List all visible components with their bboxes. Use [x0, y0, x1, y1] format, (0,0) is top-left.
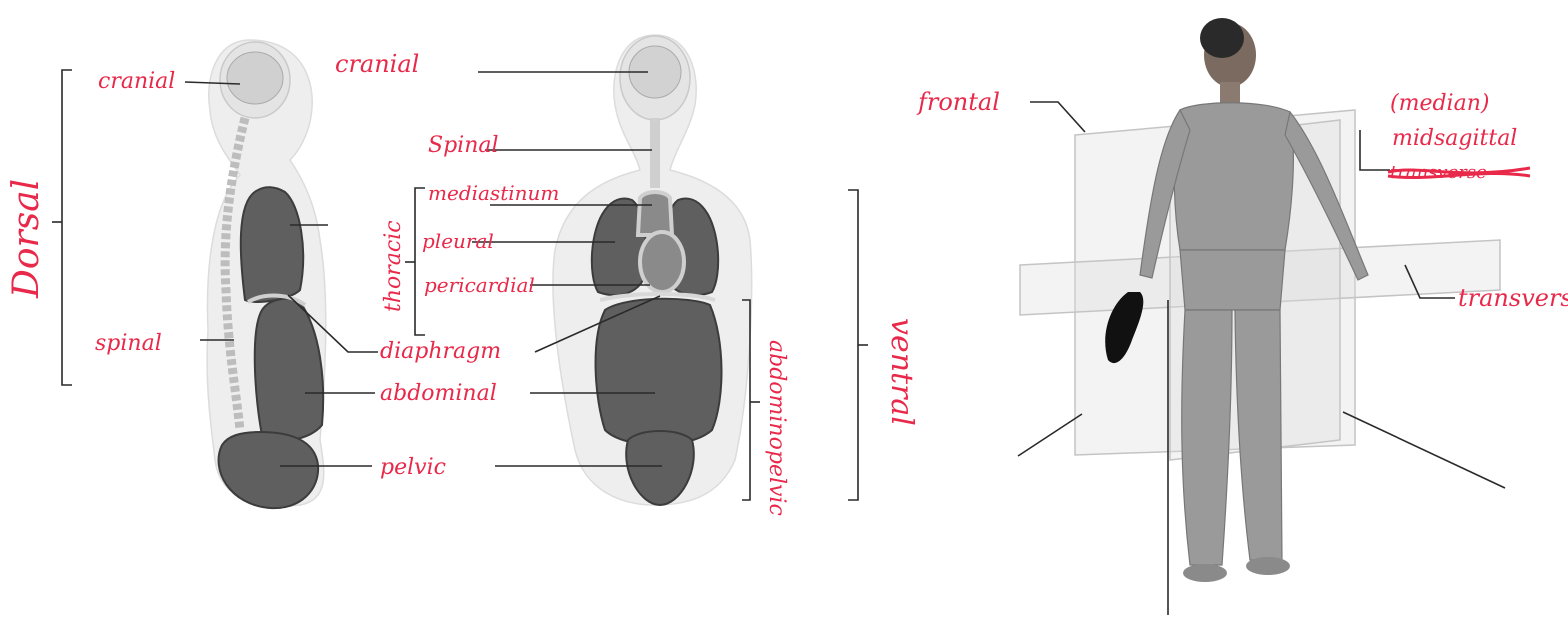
axis-line-right — [1343, 412, 1505, 488]
mediastinum — [638, 192, 672, 235]
label-ventral: ventral — [884, 318, 919, 426]
abdominal-cavity-front — [596, 299, 722, 445]
label-spinal-front: Spinal — [428, 133, 499, 158]
label-cranial-lateral: cranial — [98, 69, 175, 94]
label-dorsal: Dorsal — [6, 179, 47, 299]
label-mediastinum: mediastinum — [428, 181, 559, 205]
dorsal-bracket — [52, 70, 72, 385]
label-pericardial: pericardial — [424, 273, 535, 297]
struck-out-label: transverse — [1388, 162, 1530, 183]
label-thoracic: thoracic — [381, 220, 406, 312]
label-median: (median) — [1390, 91, 1489, 116]
label-frontal: frontal — [916, 88, 1000, 116]
label-pelvic: pelvic — [380, 455, 446, 480]
leader-midsagittal — [1360, 130, 1390, 170]
pelvic-cavity-lateral — [219, 432, 319, 508]
label-abdominopelvic: abdominopelvic — [764, 340, 789, 516]
label-pleural: pleural — [422, 229, 494, 253]
brain-lateral — [227, 52, 283, 104]
label-transverse: transverse — [1458, 284, 1568, 312]
lateral-view-figure — [207, 40, 326, 508]
pericardial-cavity — [640, 232, 684, 292]
leader-frontal — [1030, 102, 1085, 132]
spinal-cord-front — [650, 118, 660, 188]
label-cranial-front: cranial — [335, 50, 419, 78]
axis-line-left — [1018, 414, 1082, 456]
label-midsagittal: midsagittal — [1392, 126, 1517, 151]
label-spinal-lateral: spinal — [95, 331, 162, 356]
front-view-figure — [553, 35, 752, 505]
thoracic-bracket — [405, 188, 425, 335]
ventral-bracket — [848, 190, 868, 500]
thoracic-cavity-lateral — [241, 187, 303, 302]
label-diaphragm: diaphragm — [380, 339, 501, 364]
label-abdominal: abdominal — [380, 381, 497, 406]
